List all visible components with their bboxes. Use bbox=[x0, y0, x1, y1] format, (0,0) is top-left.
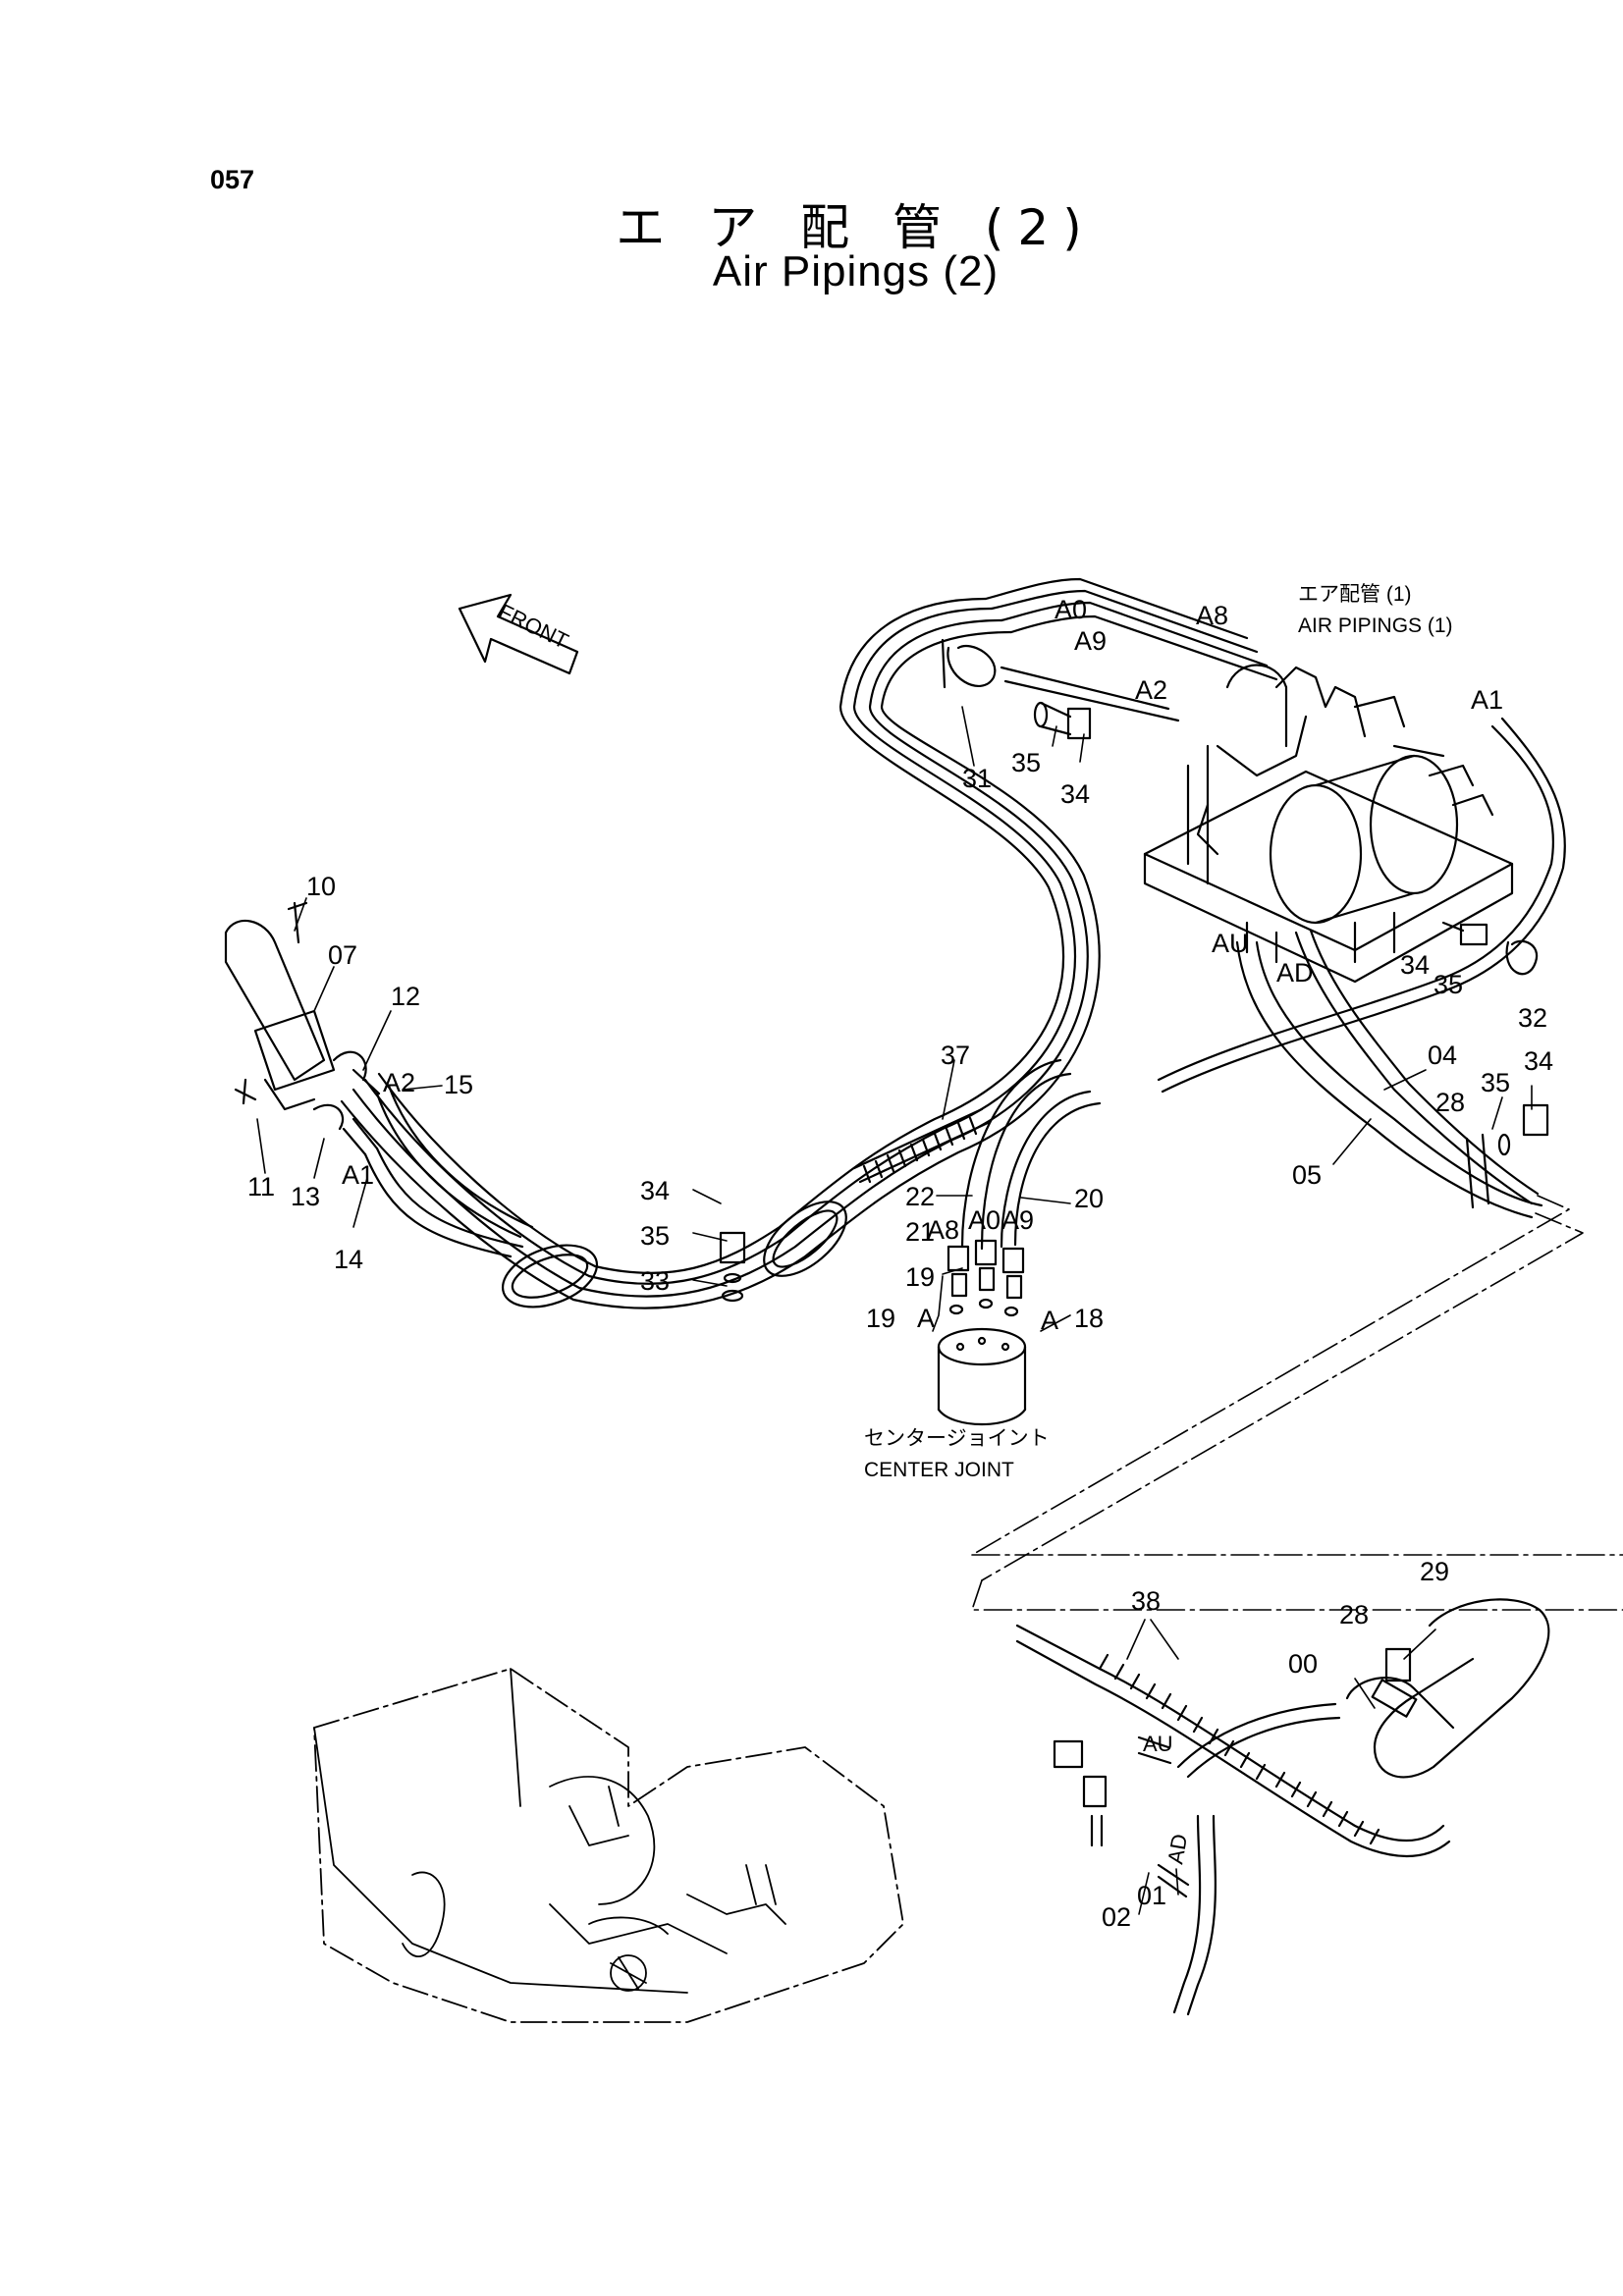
callout-labels: FRONT エア配管 (1) AIR PIPINGS (1) センタージョイント… bbox=[247, 583, 1553, 1932]
callout-01: 01 bbox=[1137, 1881, 1166, 1910]
center-joint bbox=[937, 1327, 1027, 1425]
clamp-32 bbox=[1441, 921, 1539, 976]
callout-15: 15 bbox=[444, 1070, 473, 1099]
callout-35-right: 35 bbox=[1434, 970, 1463, 999]
callout-34-far: 34 bbox=[1524, 1046, 1553, 1076]
callout-05: 05 bbox=[1292, 1160, 1322, 1190]
callout-12: 12 bbox=[391, 982, 420, 1011]
callout-a1-left: A1 bbox=[342, 1160, 374, 1190]
callout-19-upper: 19 bbox=[905, 1262, 935, 1292]
callout-a9-top: A9 bbox=[1074, 626, 1107, 656]
callout-31: 31 bbox=[962, 764, 992, 793]
callout-a-left: A bbox=[917, 1304, 935, 1333]
clamp-28-right bbox=[1465, 1103, 1549, 1209]
machine-overview bbox=[313, 1668, 904, 2023]
callout-19-lower: 19 bbox=[866, 1304, 895, 1333]
callout-14: 14 bbox=[334, 1245, 363, 1274]
callout-34-top: 34 bbox=[1060, 779, 1090, 809]
lower-detail bbox=[1015, 1598, 1550, 2016]
callout-a-right: A bbox=[1041, 1306, 1058, 1335]
callout-ad-lower: AD bbox=[1163, 1832, 1192, 1865]
page-number: 057 bbox=[210, 165, 255, 194]
callout-a9-mid: A9 bbox=[1001, 1205, 1034, 1235]
callout-22: 22 bbox=[905, 1182, 935, 1211]
center-joint-fittings bbox=[947, 1239, 1025, 1317]
pipes-04-05 bbox=[1157, 717, 1566, 1219]
callout-07: 07 bbox=[328, 940, 357, 970]
pedal-assembly bbox=[224, 901, 381, 1156]
callout-35-top: 35 bbox=[1011, 748, 1041, 777]
callout-37: 37 bbox=[941, 1041, 970, 1070]
air-tank-assembly bbox=[1143, 664, 1514, 984]
callout-00: 00 bbox=[1288, 1649, 1318, 1679]
ref-center-joint-jp: センタージョイント bbox=[864, 1427, 1050, 1450]
hoses-to-center-joint bbox=[960, 1058, 1102, 1251]
callout-20: 20 bbox=[1074, 1184, 1104, 1213]
title-english: Air Pipings (2) bbox=[712, 247, 1000, 295]
bolt-34-top bbox=[1033, 701, 1092, 740]
callout-10: 10 bbox=[306, 872, 336, 901]
callout-a0-top: A0 bbox=[1055, 595, 1087, 624]
clamp-31 bbox=[941, 638, 997, 689]
upper-pipe-bundle bbox=[984, 577, 1278, 722]
callout-a0-mid: A0 bbox=[968, 1205, 1001, 1235]
callout-33: 33 bbox=[640, 1266, 670, 1296]
pipes-14-15 bbox=[363, 1084, 534, 1258]
callout-a8-top: A8 bbox=[1196, 601, 1228, 630]
callout-34-mid: 34 bbox=[640, 1176, 670, 1205]
callout-02: 02 bbox=[1102, 1902, 1131, 1932]
callout-a1-right: A1 bbox=[1471, 685, 1503, 715]
callout-21: 21 bbox=[905, 1217, 935, 1247]
ref-air-pipings-1-jp: エア配管 (1) bbox=[1298, 583, 1412, 606]
callout-a2-top: A2 bbox=[1135, 675, 1167, 705]
clamp-33 bbox=[501, 1201, 847, 1308]
callout-au-lower: AU bbox=[1143, 1732, 1173, 1756]
spring-guard-37 bbox=[852, 1107, 990, 1184]
callout-32: 32 bbox=[1518, 1003, 1547, 1033]
extension-lines bbox=[971, 1195, 1623, 1611]
callout-38: 38 bbox=[1131, 1586, 1161, 1616]
callout-18: 18 bbox=[1074, 1304, 1104, 1333]
title-japanese: エ ア 配 管 (2) bbox=[616, 199, 1096, 256]
callout-ad: AD bbox=[1276, 958, 1314, 988]
callout-au: AU bbox=[1212, 929, 1249, 958]
callout-04: 04 bbox=[1428, 1041, 1457, 1070]
callout-a2-left: A2 bbox=[383, 1068, 415, 1097]
callout-28-lower: 28 bbox=[1339, 1600, 1369, 1629]
callout-29: 29 bbox=[1420, 1557, 1449, 1586]
callout-35-far: 35 bbox=[1481, 1068, 1510, 1097]
callout-a8-mid: A8 bbox=[927, 1215, 959, 1245]
callout-11: 11 bbox=[247, 1172, 275, 1201]
front-arrow-icon bbox=[458, 593, 579, 675]
callout-28-right: 28 bbox=[1435, 1088, 1465, 1117]
leader-lines bbox=[256, 706, 1533, 1915]
ref-center-joint-en: CENTER JOINT bbox=[864, 1459, 1014, 1481]
callout-35-mid: 35 bbox=[640, 1221, 670, 1251]
callout-34-right: 34 bbox=[1400, 950, 1430, 980]
callout-13: 13 bbox=[291, 1182, 320, 1211]
ref-air-pipings-1-en: AIR PIPINGS (1) bbox=[1298, 614, 1453, 637]
